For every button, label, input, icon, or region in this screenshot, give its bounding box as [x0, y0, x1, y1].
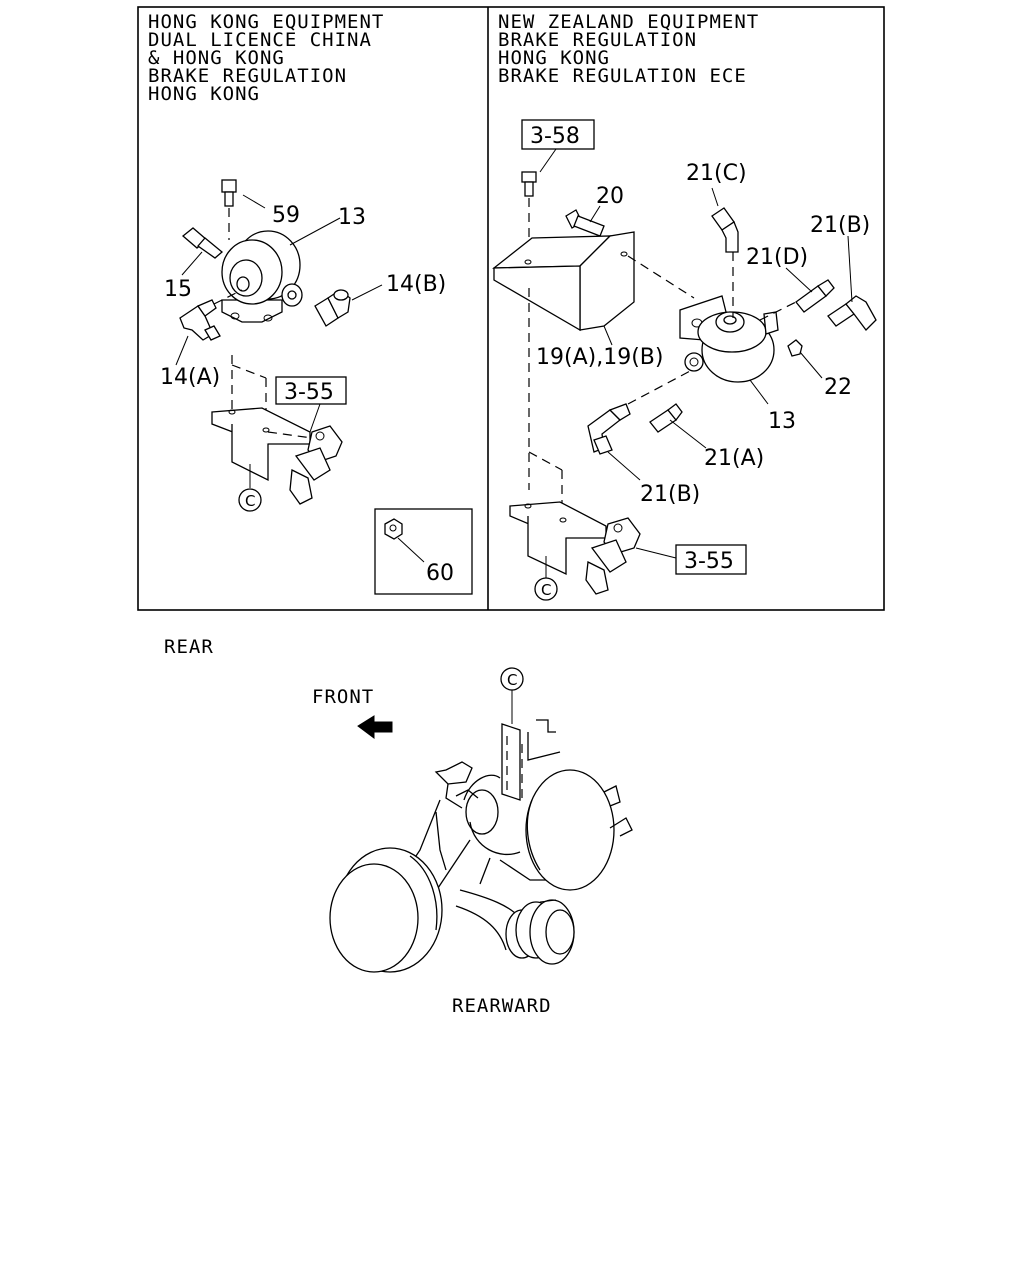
right-valve-13-drawing [679, 252, 801, 405]
callout-13-right: 13 [768, 409, 796, 434]
circle-c-left-label: C [245, 492, 255, 510]
elbow-14a-drawing [179, 299, 221, 341]
front-arrow-icon [357, 715, 393, 739]
right-heading-line-4: BRAKE REGULATION ECE [498, 65, 747, 87]
callout-14a: 14(A) [160, 365, 220, 390]
left-brake-valve-assembly [175, 179, 383, 505]
right-heading-line-1: NEW ZEALAND EQUIPMENT [498, 11, 759, 33]
elbow-21c-drawing [711, 187, 739, 253]
left-panel-heading: HONG KONG EQUIPMENT DUAL LICENCE CHINA &… [148, 11, 384, 105]
callout-15: 15 [164, 277, 192, 302]
fitting-21d-drawing [785, 267, 835, 313]
callout-19: 19(A),19(B) [536, 345, 663, 370]
left-heading-line-2: DUAL LICENCE CHINA [148, 29, 372, 51]
callout-13-left: 13 [338, 205, 366, 230]
callout-21b-bottom: 21(B) [640, 482, 700, 507]
rearward-label: REARWARD [452, 995, 552, 1017]
left-heading-line-4: BRAKE REGULATION [148, 65, 347, 87]
callout-21c: 21(C) [686, 161, 747, 186]
callout-22: 22 [824, 375, 852, 400]
right-bracket-lower-drawing [509, 451, 677, 595]
fitting-21a-drawing [649, 403, 707, 449]
left-heading-line-1: HONG KONG EQUIPMENT [148, 11, 384, 33]
left-bracket-drawing [211, 407, 311, 482]
elbow-21b-top-drawing [827, 235, 877, 331]
circle-c-left: C [238, 488, 262, 512]
ref-3-58: 3-58 [521, 119, 595, 150]
callout-21d: 21(D) [746, 245, 808, 270]
rear-axle-drawing [329, 719, 633, 973]
elbow-21b-bottom-drawing [587, 369, 693, 481]
ref-3-55-left: 3-55 [275, 376, 347, 405]
bolt-59-drawing [221, 179, 237, 207]
right-bracket-assembly [492, 171, 695, 490]
fitting-15-drawing [181, 227, 224, 259]
callout-60: 60 [426, 561, 454, 586]
diagram-frame [137, 6, 885, 611]
right-heading-line-3: HONG KONG [498, 47, 610, 69]
circle-c-bottom: C [500, 667, 524, 724]
front-label: FRONT [312, 686, 374, 708]
elbow-14b-drawing [314, 289, 351, 327]
left-sensor-drawing [289, 425, 343, 505]
right-panel-heading: NEW ZEALAND EQUIPMENT BRAKE REGULATION H… [498, 11, 759, 87]
ref-3-55-right: 3-55 [675, 544, 747, 575]
circle-c-bottom-label: C [507, 671, 517, 689]
callout-21a: 21(A) [704, 446, 764, 471]
circle-c-right-label: C [541, 581, 551, 599]
callout-20: 20 [596, 184, 624, 209]
ref-3-55-left-label: 3-55 [284, 380, 334, 405]
callout-59: 59 [272, 203, 300, 228]
ref-3-58-label: 3-58 [530, 124, 580, 149]
right-heading-line-2: BRAKE REGULATION [498, 29, 697, 51]
left-heading-line-5: HONG KONG [148, 83, 260, 105]
ref-3-55-right-label: 3-55 [684, 549, 734, 574]
inset-part-60: 60 [374, 508, 473, 595]
nut-22-drawing [787, 339, 823, 379]
valve-13-drawing [221, 230, 303, 323]
rear-label: REAR [164, 636, 214, 658]
callout-21b-top: 21(B) [810, 213, 870, 238]
left-heading-line-3: & HONG KONG [148, 47, 285, 69]
circle-c-right: C [534, 577, 558, 601]
callout-14b: 14(B) [386, 272, 446, 297]
